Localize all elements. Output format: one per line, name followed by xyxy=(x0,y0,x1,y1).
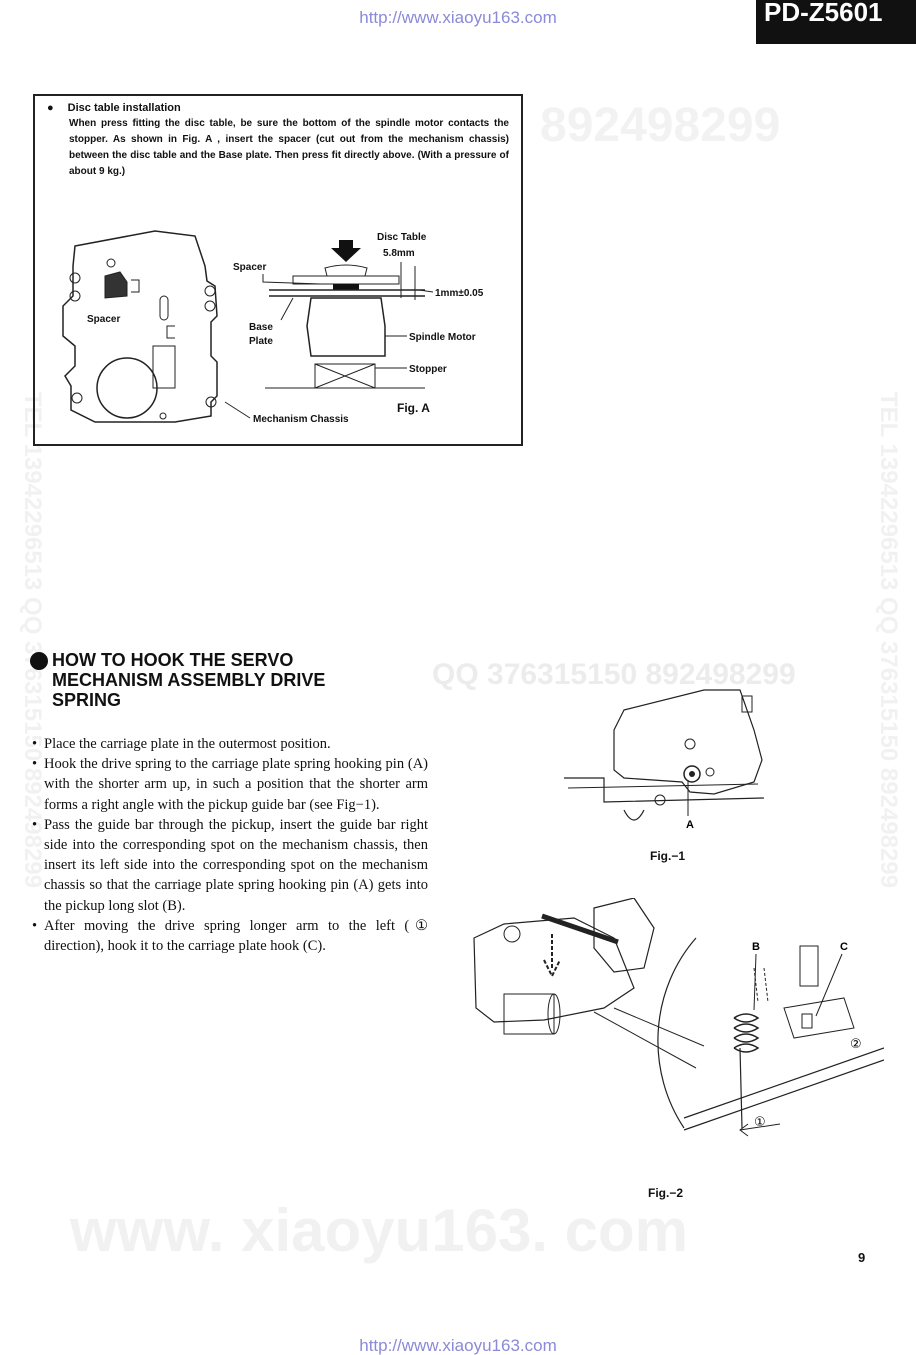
footer-url[interactable]: http://www.xiaoyu163.com xyxy=(359,1336,557,1355)
fig2-gear xyxy=(504,926,520,942)
spindle-motor-label: Spindle Motor xyxy=(409,332,476,343)
fig2-base-line xyxy=(684,1048,884,1118)
stopper-label: Stopper xyxy=(409,364,447,375)
fig1-hole-2 xyxy=(706,768,714,776)
watermark-tel-right: TEL 13942296513 QQ 376315150 892498299 xyxy=(875,392,902,888)
chassis-hole-4 xyxy=(205,301,215,311)
base-plate-label-1: Base xyxy=(249,322,273,333)
step-item: Hook the drive spring to the carriage pl… xyxy=(30,754,428,815)
fig1-box xyxy=(742,696,752,712)
disc-table-title: ●Disc table installation xyxy=(47,102,181,114)
spacer-leader xyxy=(263,274,321,284)
fig2-zoom-line-2 xyxy=(594,1012,696,1068)
servo-heading-line2: MECHANISM ASSEMBLY DRIVE xyxy=(52,670,326,690)
chassis-hole-6 xyxy=(206,397,216,407)
base-plate-leader xyxy=(281,298,293,320)
disc-table-body: When press fitting the disc table, be su… xyxy=(69,118,509,177)
spacer-left-label: Spacer xyxy=(87,314,120,325)
spacer-block xyxy=(105,272,127,298)
base-plate-label-2: Plate xyxy=(249,336,273,347)
chassis-motor-ring xyxy=(97,358,157,418)
watermark-qq-mid: QQ 376315150 892498299 xyxy=(432,658,796,691)
step-item: Place the carriage plate in the outermos… xyxy=(30,734,428,754)
disc-table-label: Disc Table xyxy=(377,232,427,243)
servo-heading-line3: SPRING xyxy=(52,690,122,710)
fig-a-caption: Fig. A xyxy=(397,401,430,415)
heading-bullet-icon xyxy=(30,652,48,670)
spindle-motor-body xyxy=(307,298,385,356)
chassis-hole-5 xyxy=(72,393,82,403)
fig2-slot-2 xyxy=(764,968,768,1002)
fig2-slot-1 xyxy=(754,968,758,1002)
fig1-chassis xyxy=(614,690,762,794)
spacer-bracket xyxy=(131,280,139,292)
servo-steps: Place the carriage plate in the outermos… xyxy=(30,734,428,956)
chassis-slot xyxy=(153,346,175,388)
fig2-arm xyxy=(740,1048,742,1128)
stopper-cross xyxy=(315,364,375,388)
spacer-piece xyxy=(333,284,359,290)
fig2-label-b: B xyxy=(752,941,760,953)
fig2-bracket xyxy=(784,998,854,1038)
press-arrow xyxy=(331,240,361,262)
fig-1-diagram: A xyxy=(564,670,784,831)
fig2-b-pointer xyxy=(754,954,756,1010)
model-number: PD-Z5601 xyxy=(756,0,916,44)
fig2-chassis xyxy=(474,918,634,1022)
spacer-label: Spacer xyxy=(233,262,266,273)
fig2-spring xyxy=(734,1014,758,1052)
fig2-pickup xyxy=(594,898,654,972)
chassis-bracket xyxy=(167,326,175,338)
fig-2-diagram: B C ① ② xyxy=(464,898,884,1178)
fig2-label-c: C xyxy=(840,941,848,953)
fig2-label-1: ① xyxy=(754,1115,766,1130)
dimension-label: 5.8mm xyxy=(383,248,415,259)
fig2-base-line-2 xyxy=(684,1060,884,1130)
fig1-rail xyxy=(568,784,758,788)
step-item: After moving the drive spring longer arm… xyxy=(30,916,428,956)
fig-2-caption: Fig.−2 xyxy=(648,1186,684,1200)
chassis-outline xyxy=(63,231,217,422)
chassis-hole-2 xyxy=(70,291,80,301)
servo-heading-text: HOW TO HOOK THE SERVO MECHANISM ASSEMBLY… xyxy=(52,650,392,710)
fig2-zoom-arc xyxy=(658,938,696,1128)
fig2-part xyxy=(800,946,818,986)
disc-table-cap xyxy=(325,265,367,276)
tol-line xyxy=(419,290,433,292)
servo-heading-line1: HOW TO HOOK THE SERVO xyxy=(52,650,294,670)
fig1-pin xyxy=(684,766,700,782)
fig1-guide-bar xyxy=(564,778,764,802)
fig-1-caption: Fig.−1 xyxy=(650,849,686,863)
disc-table-platter xyxy=(293,276,399,284)
fig2-down-arrow xyxy=(544,934,560,976)
chassis-hole-8 xyxy=(107,259,115,267)
disc-table-box: ●Disc table installation When press fitt… xyxy=(33,94,523,446)
fig2-label-2: ② xyxy=(850,1037,862,1052)
fig1-label-a: A xyxy=(686,819,694,831)
chassis-hole-7 xyxy=(160,413,166,419)
fig2-c-pointer xyxy=(816,954,842,1016)
fig2-hook xyxy=(802,1014,812,1028)
chassis-leader xyxy=(225,402,250,418)
chassis-hole-3 xyxy=(205,286,215,296)
fig-a-diagram: Spacer Mechanism Chassis Disc Table 5.8m… xyxy=(35,226,484,425)
fig1-pin-core xyxy=(689,771,695,777)
mechanism-chassis-label: Mechanism Chassis xyxy=(253,414,349,425)
chassis-hole-1 xyxy=(70,273,80,283)
step-item: Pass the guide bar through the pickup, i… xyxy=(30,815,428,916)
fig2-guide-rod xyxy=(542,916,618,942)
watermark-qq: 892498299 xyxy=(540,99,781,152)
disc-table-title-text: Disc table installation xyxy=(67,102,181,114)
chassis-slot-small xyxy=(160,296,168,320)
tolerance-label: 1mm±0.05 xyxy=(435,288,484,299)
fig2-motor xyxy=(504,994,554,1034)
watermark-site: www. xiaoyu163. com xyxy=(70,1197,689,1264)
fig1-hole-1 xyxy=(685,739,695,749)
fig2-direction-arrow xyxy=(740,1124,780,1136)
page-number: 9 xyxy=(858,1250,866,1265)
header-url[interactable]: http://www.xiaoyu163.com xyxy=(359,8,557,27)
fig2-motor-end xyxy=(548,994,560,1034)
fig1-notch xyxy=(624,810,644,820)
fig1-hole-3 xyxy=(655,795,665,805)
